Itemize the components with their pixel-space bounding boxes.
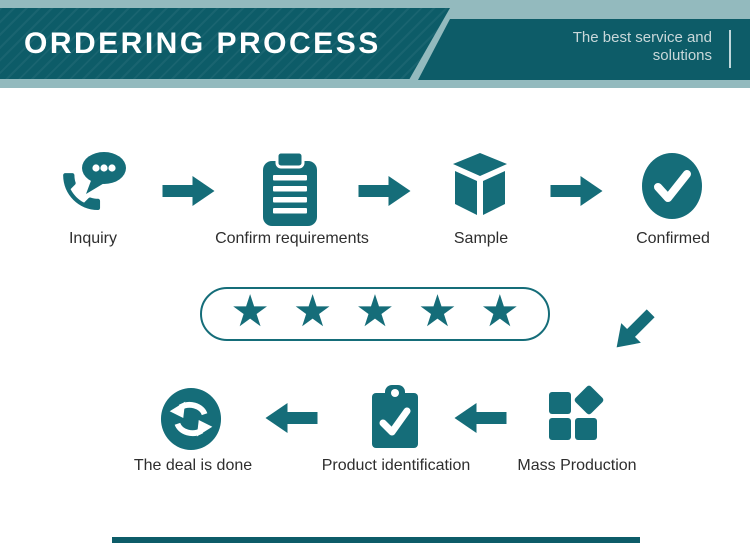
star-icon: ★ bbox=[480, 287, 520, 336]
step-label-confirm-requirements: Confirm requirements bbox=[215, 230, 369, 247]
footer-bar bbox=[112, 537, 640, 543]
header-left-band bbox=[0, 8, 450, 79]
step-label-sample: Sample bbox=[453, 230, 509, 247]
page-title: ORDERING PROCESS bbox=[24, 27, 381, 60]
arrow-left-icon bbox=[263, 401, 318, 435]
tagline-line2: solutions bbox=[652, 47, 712, 64]
arrow-right-icon bbox=[162, 174, 217, 208]
star-icon: ★ bbox=[292, 287, 333, 336]
tagline: The best service and solutions bbox=[430, 29, 712, 65]
phone-chat-icon bbox=[56, 150, 130, 226]
clipboard-check-icon bbox=[369, 384, 421, 450]
arrow-right-icon bbox=[550, 174, 605, 208]
swap-arrows-icon bbox=[160, 387, 222, 451]
arrow-down-left-icon bbox=[603, 301, 663, 361]
clipboard-list-icon bbox=[261, 150, 319, 228]
header-divider-line bbox=[729, 30, 731, 68]
tagline-line1: The best service and bbox=[572, 29, 712, 46]
rating-pill: ★ ★ ★ ★ ★ bbox=[200, 287, 550, 341]
star-icon: ★ bbox=[417, 287, 458, 336]
step-label-mass-production: Mass Production bbox=[517, 457, 637, 474]
arrow-right-icon bbox=[358, 174, 413, 208]
step-label-deal-done: The deal is done bbox=[133, 457, 253, 474]
step-label-inquiry: Inquiry bbox=[68, 230, 118, 247]
cube-icon bbox=[449, 151, 511, 225]
header-right-band bbox=[418, 19, 750, 80]
step-label-product-identification: Product identification bbox=[321, 457, 471, 474]
star-icon: ★ bbox=[230, 287, 270, 336]
check-circle-icon bbox=[642, 152, 702, 220]
arrow-left-icon bbox=[452, 401, 507, 435]
step-label-confirmed: Confirmed bbox=[636, 230, 710, 247]
star-icon: ★ bbox=[355, 287, 395, 336]
blocks-icon bbox=[547, 385, 609, 449]
hatch-pattern bbox=[0, 8, 450, 79]
